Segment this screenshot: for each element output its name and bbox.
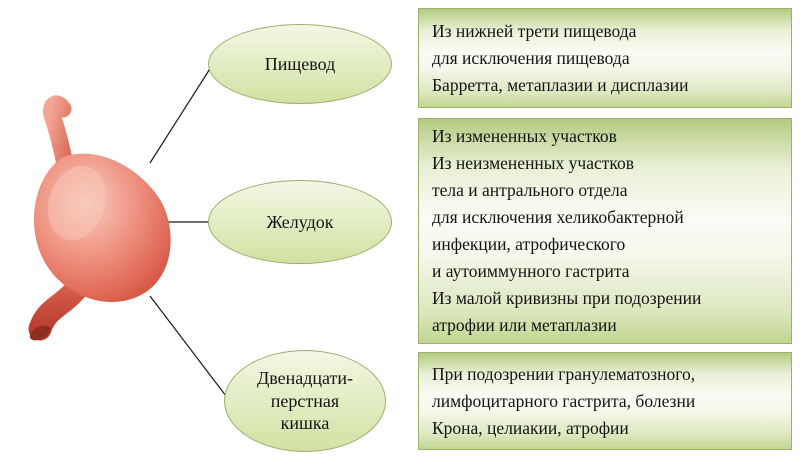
info-box-esophagus-text: Из нижней трети пищевода для исключения … [432, 20, 689, 95]
info-box-stomach: Из измененных участков Из неизмененных у… [418, 118, 792, 344]
node-stomach: Желудок [208, 180, 392, 264]
node-esophagus-label: Пищевод [264, 53, 336, 74]
node-esophagus: Пищевод [208, 24, 392, 104]
info-box-duodenum-text: При подозрении гранулематозного, лимфоци… [432, 363, 696, 438]
info-box-duodenum: При подозрении гранулематозного, лимфоци… [418, 352, 792, 450]
duodenum-shape [28, 273, 92, 341]
info-box-esophagus: Из нижней трети пищевода для исключения … [418, 8, 792, 108]
node-duodenum: Двенадцати- перстная кишка [224, 350, 386, 452]
stomach-illustration [28, 95, 171, 341]
info-box-stomach-text: Из измененных участков Из неизмененных у… [432, 126, 702, 335]
stomach-highlight [47, 165, 107, 241]
duodenum-cut-end-icon [29, 325, 51, 341]
esophagus-shape [43, 95, 76, 184]
node-duodenum-label: Двенадцати- перстная кишка [256, 368, 354, 434]
node-stomach-label: Желудок [266, 211, 334, 232]
